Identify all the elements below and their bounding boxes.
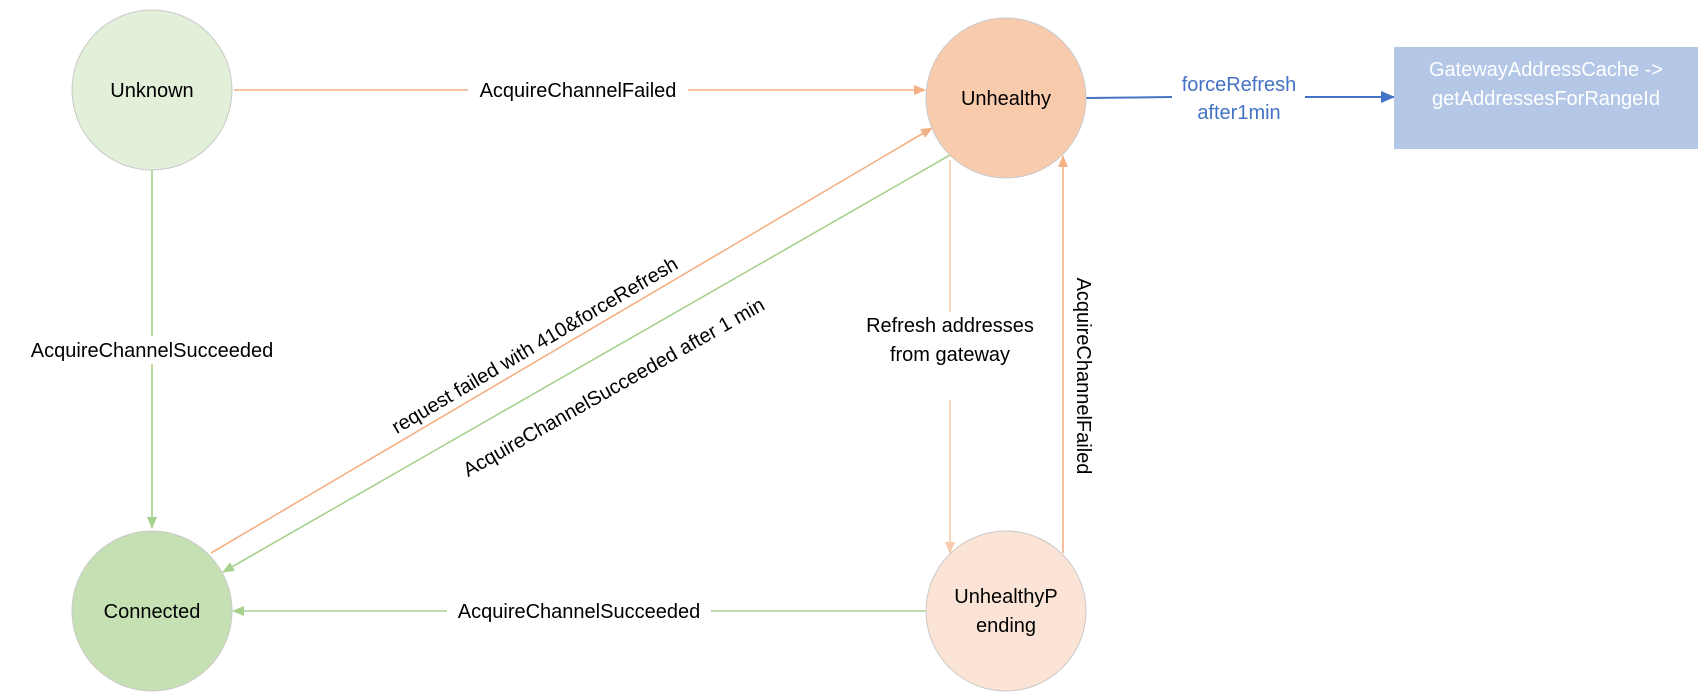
edge-label-unhealthy-to-pending-line1: Refresh addresses [866,315,1034,337]
edge-label-unknown-to-unhealthy: AcquireChannelFailed [480,80,677,102]
node-unhealthy-pending-label-line2: ending [976,615,1036,637]
edge-label-unhealthy-to-pending-line2: from gateway [890,344,1010,366]
box-label-line1: GatewayAddressCache -> [1429,59,1663,81]
node-unhealthy-pending-label-line1: UnhealthyP [954,586,1057,608]
edge-label-pending-to-unhealthy: AcquireChannelFailed [1072,278,1094,475]
node-connected[interactable]: Connected [71,530,233,692]
node-unhealthy[interactable]: Unhealthy [925,17,1087,179]
node-unknown-label: Unknown [110,80,193,102]
edge-unhealthy-to-connected [222,154,951,573]
edge-label-unhealthy-to-box-line1: forceRefresh [1182,74,1297,96]
edge-unhealthy-to-box-left [1085,96,1173,99]
edge-label-connected-to-unhealthy: request failed with 410&forceRefresh [388,253,682,438]
node-unhealthy-pending[interactable]: UnhealthyP ending [925,530,1087,692]
edge-connected-to-unhealthy [210,127,933,554]
node-unhealthy-label: Unhealthy [961,88,1051,110]
edge-label-unhealthy-to-box-line2: after1min [1197,102,1280,124]
node-unknown[interactable]: Unknown [71,9,233,171]
gateway-address-cache-box[interactable]: GatewayAddressCache -> getAddressesForRa… [1394,47,1698,149]
edge-label-unhealthy-to-connected: AcquireChannelSucceeded after 1 min [460,294,769,482]
node-connected-label: Connected [104,601,201,623]
edge-label-pending-to-connected: AcquireChannelSucceeded [458,601,700,623]
edge-label-unknown-to-connected: AcquireChannelSucceeded [31,340,273,362]
box-label-line2: getAddressesForRangeId [1432,88,1660,110]
